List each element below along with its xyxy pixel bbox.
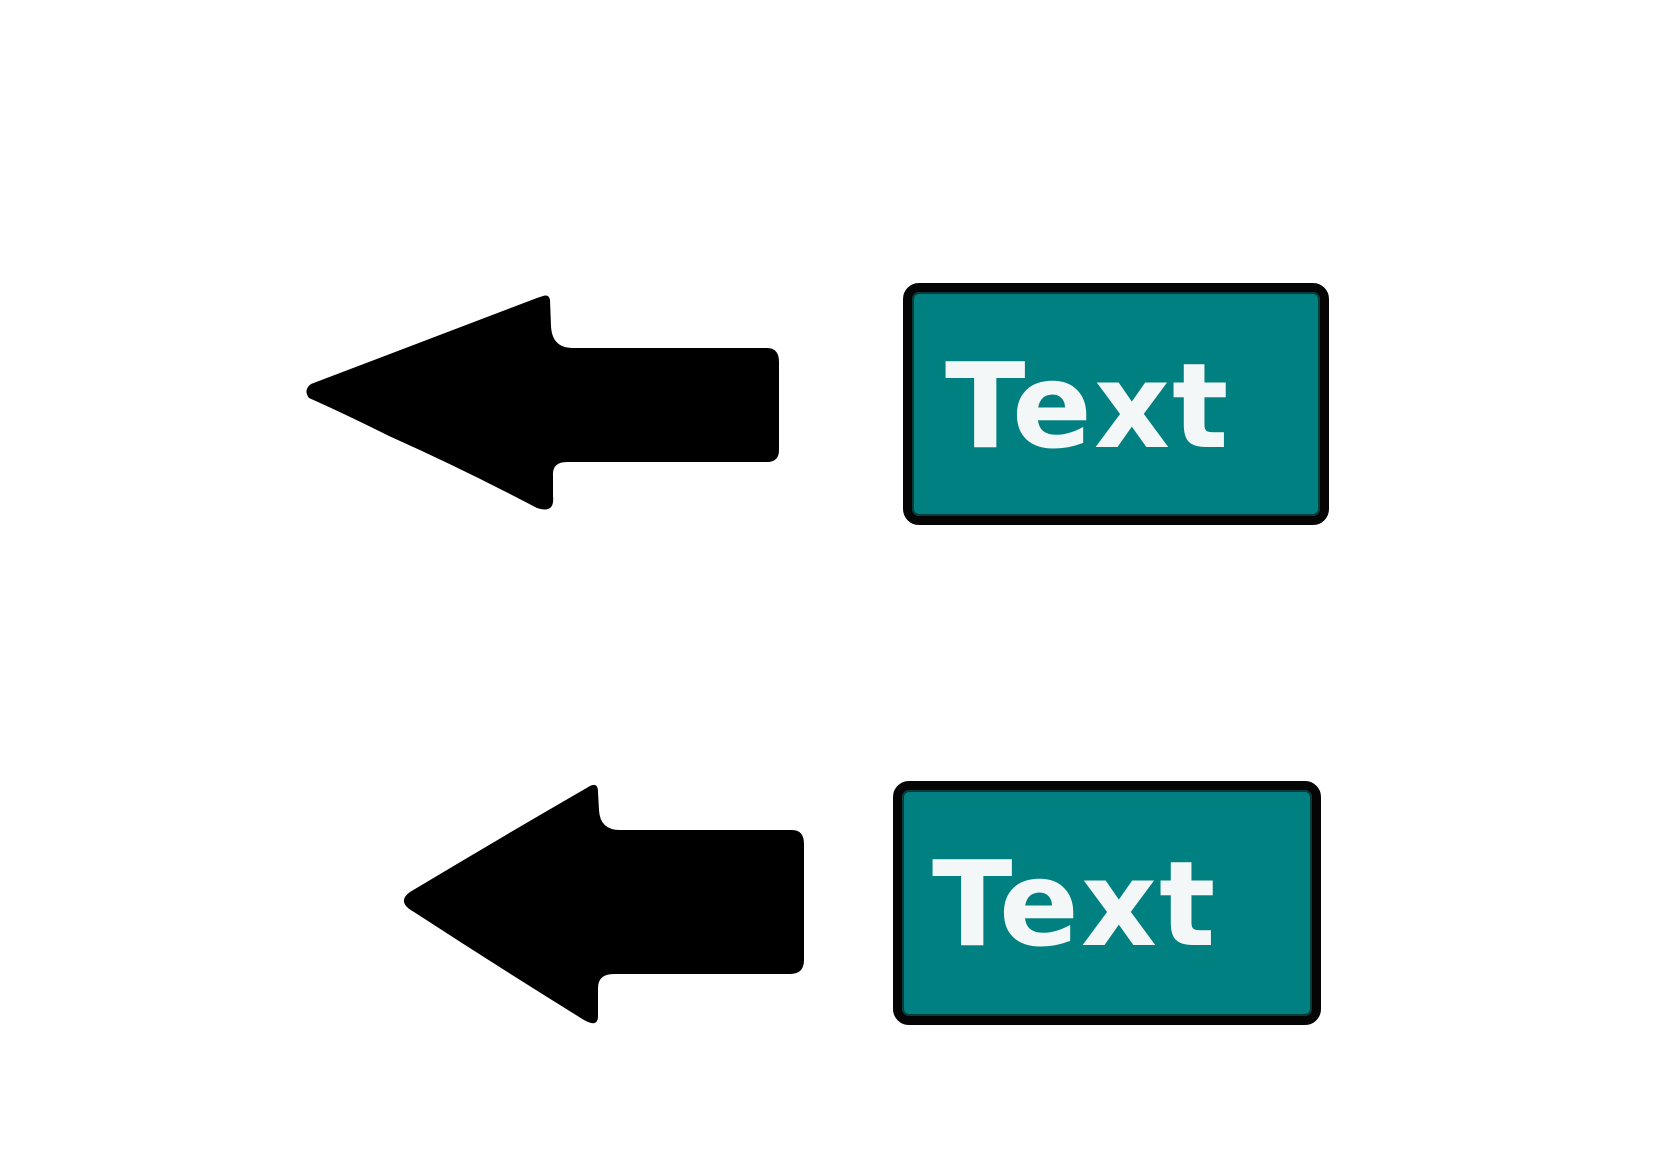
left-arrow-shape: [403, 784, 804, 1024]
left-arrow-icon: [305, 290, 785, 530]
left-arrow-shape: [306, 295, 779, 510]
text-box-label: Text: [945, 337, 1231, 475]
text-box-label: Text: [932, 835, 1218, 973]
text-box: Text: [903, 283, 1329, 525]
text-box: Text: [893, 781, 1321, 1025]
left-arrow-icon: [400, 780, 805, 1030]
